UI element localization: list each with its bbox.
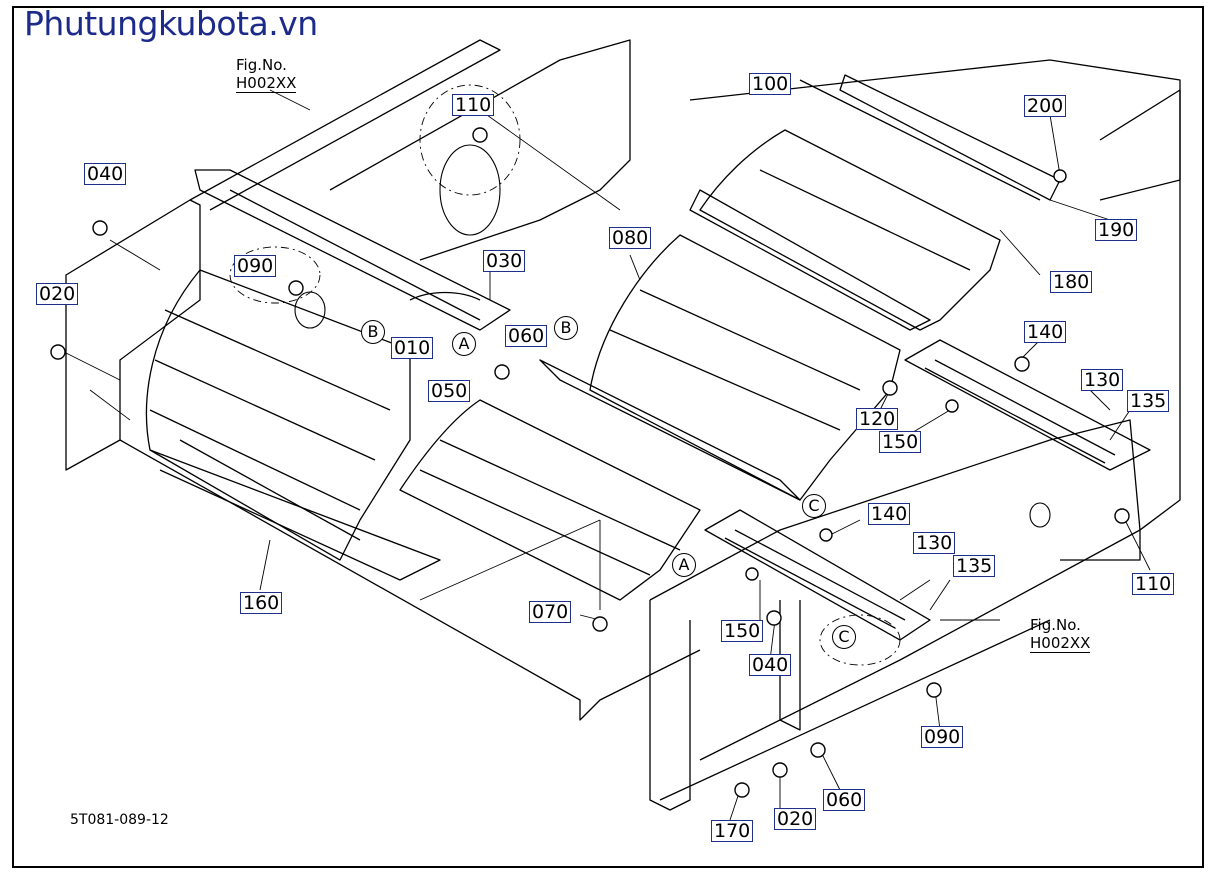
ref-mark-c-lower: C (832, 625, 856, 649)
cover-080 (589, 234, 901, 501)
part-label-060-upper[interactable]: 060 (505, 325, 548, 347)
part-label-130-lower[interactable]: 130 (913, 532, 956, 554)
ref-mark-b-left: B (361, 320, 385, 344)
part-label-090-left[interactable]: 090 (234, 255, 277, 277)
part-label-100[interactable]: 100 (749, 73, 792, 95)
ref-mark-c-upper: C (802, 494, 826, 518)
front-frame (649, 419, 1141, 761)
part-label-150-lower[interactable]: 150 (721, 620, 764, 642)
ref-mark-b-right: B (554, 316, 578, 340)
left-side-plate (65, 199, 201, 471)
part-label-135-upper[interactable]: 135 (1127, 390, 1170, 412)
part-label-070[interactable]: 070 (529, 601, 572, 623)
part-label-150-upper[interactable]: 150 (879, 431, 922, 453)
long-lower-panel (119, 439, 701, 721)
cover-100 (699, 129, 1001, 331)
part-label-190[interactable]: 190 (1095, 219, 1138, 241)
rail-130-lower (704, 509, 931, 641)
fig-ref-upper: Fig.No. H002XX (236, 56, 297, 93)
part-label-090-lower[interactable]: 090 (921, 726, 964, 748)
ref-mark-a-left: A (452, 332, 476, 356)
part-label-160[interactable]: 160 (240, 592, 283, 614)
part-label-020-left[interactable]: 020 (36, 283, 79, 305)
part-label-135-lower[interactable]: 135 (953, 555, 996, 577)
part-label-020-lower[interactable]: 020 (774, 808, 817, 830)
part-label-050[interactable]: 050 (428, 380, 471, 402)
part-label-110-lower[interactable]: 110 (1132, 573, 1175, 595)
watermark: Phutungkubota.vn (24, 4, 318, 43)
upper-back-plate (329, 39, 631, 261)
part-label-140-upper[interactable]: 140 (1024, 321, 1067, 343)
fig-ref-lower-line1: Fig.No. (1030, 616, 1081, 634)
cover-030 (194, 169, 511, 331)
part-label-180[interactable]: 180 (1050, 271, 1093, 293)
strip-190 (839, 74, 1061, 201)
part-label-080[interactable]: 080 (609, 227, 652, 249)
part-label-140-lower[interactable]: 140 (868, 503, 911, 525)
part-label-030[interactable]: 030 (483, 250, 526, 272)
cover-010 (145, 269, 411, 561)
part-label-060-lower[interactable]: 060 (823, 789, 866, 811)
part-label-010[interactable]: 010 (391, 337, 434, 359)
fig-ref-upper-line1: Fig.No. (236, 56, 287, 74)
fig-ref-lower: Fig.No. H002XX (1030, 616, 1091, 653)
top-frame-rail (189, 39, 501, 211)
drawing-frame (12, 6, 1204, 868)
drawing-number: 5T081-089-12 (70, 812, 169, 828)
rail-130-upper (904, 339, 1151, 471)
right-back-plate (689, 59, 1181, 201)
ref-mark-a-right: A (672, 553, 696, 577)
part-label-170[interactable]: 170 (711, 820, 754, 842)
cover-050 (399, 399, 701, 601)
part-label-110-upper[interactable]: 110 (452, 94, 495, 116)
part-label-120[interactable]: 120 (856, 408, 899, 430)
front-left-post (649, 600, 691, 811)
part-label-040-lower[interactable]: 040 (749, 654, 792, 676)
fig-ref-upper-line2: H002XX (236, 74, 297, 93)
fig-ref-lower-line2: H002XX (1030, 634, 1091, 653)
right-side-frame (1060, 89, 1181, 561)
bottom-rail (659, 619, 1051, 801)
part-label-200[interactable]: 200 (1024, 95, 1067, 117)
flange-160 (149, 449, 441, 581)
part-label-130-upper[interactable]: 130 (1081, 369, 1124, 391)
part-label-040-left[interactable]: 040 (84, 163, 127, 185)
